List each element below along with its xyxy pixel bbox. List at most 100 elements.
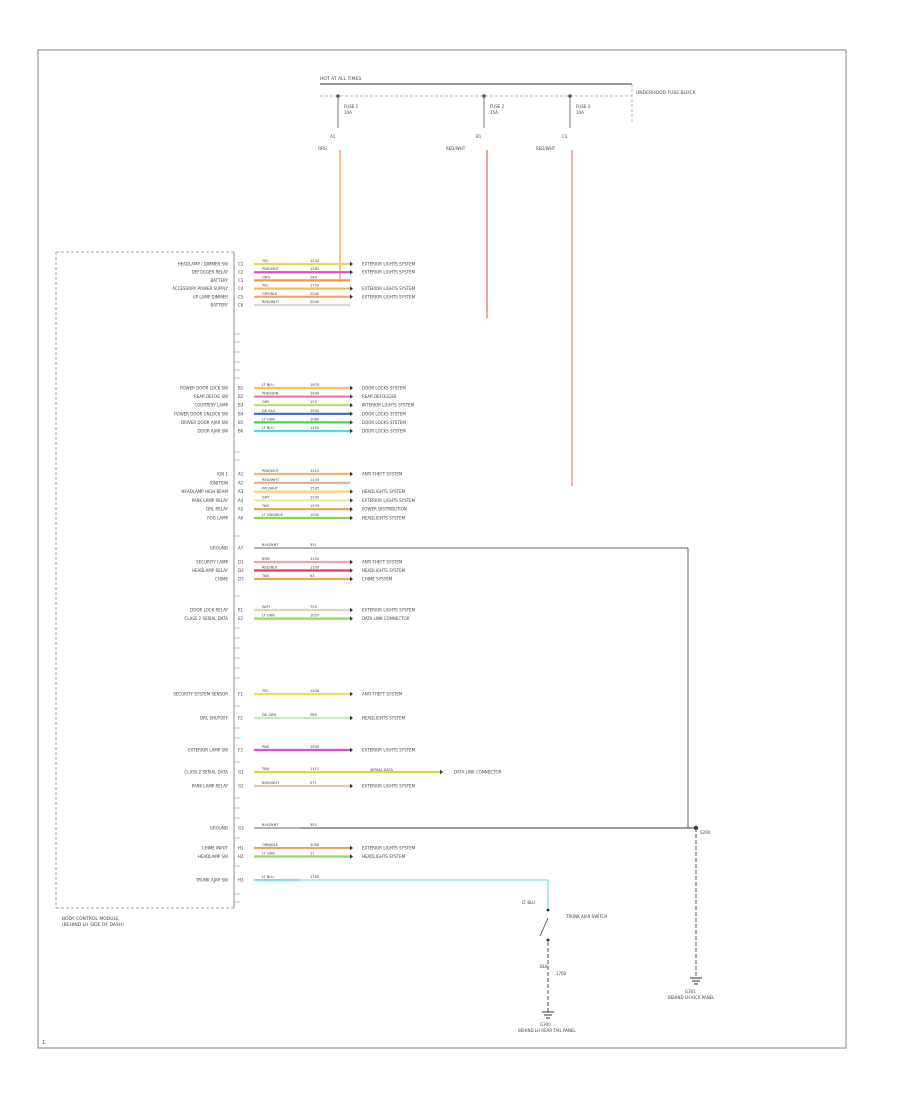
circuit-number: 1210 (310, 469, 320, 473)
circuit-number: 1056 (310, 843, 320, 847)
svg-text:A1: A1 (330, 134, 336, 139)
pin-function-label: GROUND (210, 826, 228, 831)
destination-label: EXTERIOR LIGHTS SYSTEM (362, 846, 416, 851)
pin-function-label: ACCESSORY POWER SUPPLY (172, 286, 228, 291)
fuse-block: HOT AT ALL TIMES UNDERHOOD FUSE BLOCK FU… (318, 76, 697, 151)
circuit-number: 1057 (310, 614, 319, 618)
wire-color-label: BRN (262, 557, 270, 561)
pin-number: A7 (238, 546, 244, 551)
circuit-number: 155 (310, 400, 317, 404)
destination-label: HEADLIGHTS SYSTEM (362, 516, 406, 521)
trunk-wire-color: LT BLU (522, 900, 535, 905)
wire-color-label: GRY (262, 495, 270, 499)
connector-arrow (350, 607, 353, 613)
pin-function-label: CLASS 2 SERIAL DATA (184, 616, 228, 621)
pin-function-label: DOOR AJAR SW (197, 429, 228, 434)
wire-color-label: LT GRN (262, 614, 275, 618)
module-name: BODY CONTROL MODULE (62, 916, 119, 922)
svg-text:FUSE 1: FUSE 1 (344, 104, 359, 109)
wire-color-label: DK BLU (262, 409, 276, 413)
svg-text:FUSE 3: FUSE 3 (576, 104, 591, 109)
pin-function-label: REAR DEFOG SW (194, 394, 228, 399)
connector-arrow (350, 270, 353, 275)
destination-label: EXTERIOR LIGHTS SYSTEM (362, 286, 416, 291)
pin-function-label: DOOR LOCK RELAY (190, 608, 228, 613)
circuit-number: 1450 (310, 426, 320, 430)
splice-label: S200 (700, 830, 711, 835)
circuit-number: 1750 (310, 284, 320, 288)
pin-number: D2 (238, 568, 244, 573)
connector-arrow (350, 294, 353, 299)
svg-text:ORG: ORG (318, 146, 327, 151)
connector-arrow (350, 286, 353, 291)
pin-number: A3 (238, 489, 244, 494)
destination-label: EXTERIOR LIGHTS SYSTEM (362, 748, 416, 753)
pin-function-label: POWER DOOR UNLOCK SW (174, 411, 228, 416)
wire-color-label: GRY (262, 400, 270, 404)
svg-text:10A: 10A (576, 110, 584, 115)
pin-number: B5 (238, 420, 244, 425)
wire-color-label: BLK/WHT (262, 823, 279, 827)
pin-function-label: TRUNK AJAR SW (195, 878, 228, 883)
circuit-number: 1112 (310, 767, 319, 771)
wire-color-label: PNK/WHT (262, 469, 280, 473)
pin-function-label: IGNITION (210, 480, 228, 485)
pin-function-label: BATTERY (211, 303, 229, 308)
destination-label: ANTI-THEFT SYSTEM (362, 560, 403, 565)
connector-arrow (350, 428, 353, 434)
connector-arrow (350, 394, 353, 399)
ground-symbol-left (542, 1011, 554, 1019)
connector-pin-ticks (234, 333, 240, 903)
wire-color-label: PNK (262, 745, 270, 749)
wire-color-label: ORG (262, 275, 270, 279)
svg-text:RED/WHT: RED/WHT (536, 146, 556, 151)
connector-arrow (350, 568, 353, 573)
circuit-number: 750 (310, 605, 318, 609)
wire-color-label: BRN/WHT (262, 781, 280, 785)
pin-number: C3 (238, 278, 244, 283)
circuit-number: 1282 (310, 267, 319, 271)
connector-arrow (350, 489, 353, 494)
pin-number: G1 (238, 770, 244, 775)
destination-label: CHIME SYSTEM (362, 577, 393, 582)
wire-color-label: LT GRN/BLK (262, 513, 283, 517)
svg-text:10A: 10A (344, 110, 352, 115)
pin-function-label: PARK LAMP RELAY (192, 784, 229, 789)
connector-arrow (350, 715, 353, 721)
ground-circuit: S200 G301 BEHIND LH KICK PANEL (300, 547, 715, 1000)
wire-color-label: ORN/BLK (262, 843, 279, 847)
wire-color-label: TAN (261, 504, 269, 508)
pin-function-label: DEFOGGER RELAY (192, 270, 229, 275)
ground-left-desc: BEHIND LH REAR TAIL PANEL (518, 1028, 576, 1033)
connector-arrow (350, 403, 353, 408)
destination-label: HEADLIGHTS SYSTEM (362, 568, 406, 573)
pin-function-label: CHIME (215, 577, 228, 582)
connector-arrow (350, 498, 353, 503)
pin-number: C5 (238, 294, 244, 299)
connector-arrow (350, 616, 353, 621)
pin-function-label: DRIVER DOOR AJAR SW (181, 420, 228, 425)
pin-number: D3 (238, 577, 244, 582)
circuit-number: 1060 (310, 417, 320, 421)
pin-number: A2 (238, 480, 244, 485)
pin-number: C4 (238, 286, 244, 291)
pin-number: E2 (238, 616, 244, 621)
